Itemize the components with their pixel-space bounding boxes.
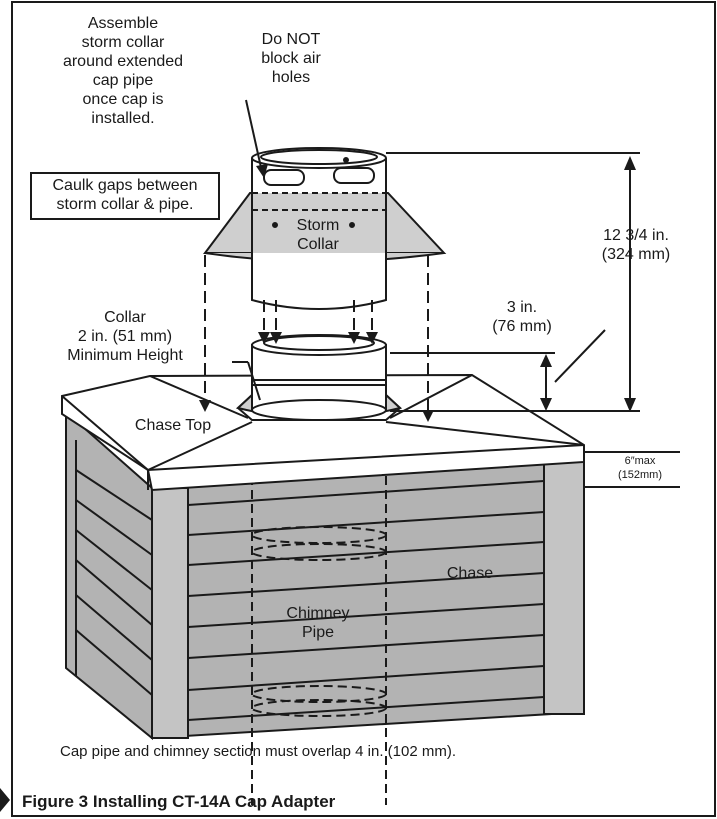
- do-not-block-label: Do NOT block air holes: [236, 30, 346, 87]
- collar-line-2: 2 in. (51 mm): [77, 328, 173, 345]
- alignment-lines: [204, 255, 429, 420]
- chase-top: [61, 373, 585, 492]
- assemble-line-4: cap pipe: [92, 72, 154, 89]
- assemble-line-6: installed.: [91, 110, 155, 127]
- chase-body: [65, 409, 585, 741]
- storm-collar-line-2: Collar: [297, 236, 339, 253]
- figure-caption: Figure 3 Installing CT-14A Cap Adapter: [22, 792, 336, 811]
- caulk-box: Caulk gaps between storm collar & pipe.: [30, 172, 220, 220]
- caulk-line-2: storm collar & pipe.: [56, 196, 194, 213]
- caption-marker: [0, 788, 10, 812]
- six-max-line-1: 6″max: [624, 455, 656, 467]
- height-3in-mm: (76 mm): [492, 318, 552, 335]
- air-holes-arrowhead: [256, 164, 268, 178]
- collar-line-3: Minimum Height: [67, 347, 183, 364]
- assemble-line-5: once cap is: [82, 91, 164, 108]
- cap-pipe: [203, 147, 447, 310]
- air-holes-leader: [245, 99, 263, 173]
- six-max-label: 6″max (152mm): [600, 454, 680, 482]
- overlap-note: Cap pipe and chimney section must overla…: [60, 743, 457, 760]
- chase-top-label: Chase Top: [134, 417, 212, 434]
- height-total-label: 12 3/4 in. (324 mm): [576, 226, 696, 264]
- height-3in-in: 3 in.: [506, 299, 538, 316]
- do-not-block-line-1: Do NOT: [261, 31, 321, 48]
- chimney-pipe-label: Chimney Pipe: [268, 604, 368, 642]
- do-not-block-line-2: block air: [261, 50, 321, 67]
- assemble-line-3: around extended: [62, 53, 184, 70]
- height-total-in: 12 3/4 in.: [603, 227, 669, 244]
- storm-collar-line-1: Storm: [296, 217, 340, 234]
- do-not-block-line-3: holes: [271, 69, 311, 86]
- storm-collar-label: Storm Collar: [278, 216, 358, 254]
- assemble-label: Assemble storm collar around extended ca…: [28, 14, 218, 128]
- collar-label: Collar 2 in. (51 mm) Minimum Height: [40, 308, 210, 365]
- figure-border: [11, 1, 716, 817]
- assemble-line-1: Assemble: [87, 15, 159, 32]
- six-max-line-2: (152mm): [617, 469, 662, 481]
- assemble-line-2: storm collar: [81, 34, 165, 51]
- dimension-lines: [232, 152, 680, 488]
- collar-assembly: [235, 334, 403, 421]
- dimension-arrowheads: [540, 156, 636, 412]
- caulk-line-1: Caulk gaps between: [52, 177, 198, 194]
- collar-line-1: Collar: [104, 309, 146, 326]
- chase-label: Chase: [446, 565, 494, 582]
- height-3in-label: 3 in. (76 mm): [472, 298, 572, 336]
- alignment-arrowheads: [199, 332, 434, 422]
- chimney-pipe-line-2: Pipe: [301, 624, 335, 641]
- height-total-mm: (324 mm): [601, 246, 671, 263]
- chimney-pipe-line-1: Chimney: [286, 605, 350, 622]
